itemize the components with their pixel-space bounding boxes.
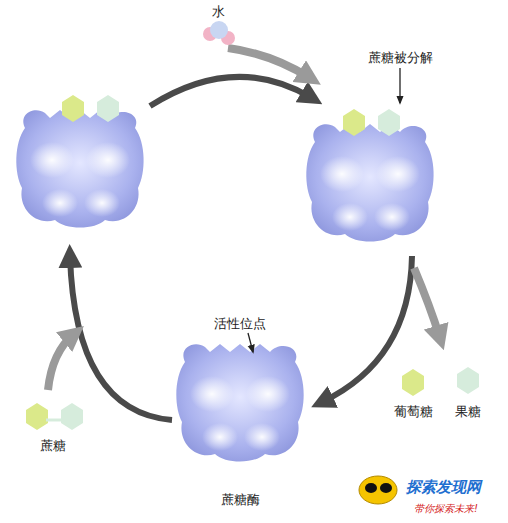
glucose-hexagon — [343, 109, 365, 136]
enzyme-highlight — [246, 376, 290, 412]
product-label: 葡萄糖 — [394, 405, 433, 419]
product-label: 果糖 — [455, 405, 481, 419]
water-label: 水 — [212, 5, 225, 19]
water-atom — [210, 21, 228, 39]
glucose-hexagon — [26, 403, 48, 430]
cycle-arrow — [150, 77, 312, 106]
pointer-arrow — [399, 68, 400, 103]
enzyme-highlight — [320, 156, 364, 192]
cycle-arrow — [70, 256, 172, 420]
watermark-icon-eye — [365, 483, 377, 493]
enzyme-highlight — [202, 423, 238, 451]
enzyme — [306, 124, 433, 242]
enzyme-highlight — [84, 189, 120, 217]
enzyme-body — [16, 110, 143, 228]
cycle-arrow — [322, 256, 412, 402]
enzyme — [16, 110, 143, 228]
enzyme-highlight — [30, 142, 74, 178]
pointer-arrow — [248, 333, 253, 352]
substrate-label: 蔗糖 — [40, 439, 66, 453]
watermark: 探索发现网 — [406, 479, 481, 496]
input-arrow — [228, 48, 310, 78]
enzyme-highlight — [332, 203, 368, 231]
enzyme-highlight — [374, 203, 410, 231]
enzyme-highlight — [86, 142, 130, 178]
enzyme-highlight — [376, 156, 420, 192]
fructose-hexagon — [61, 403, 83, 430]
fructose-hexagon — [378, 109, 400, 136]
bond-line — [46, 419, 61, 422]
enzyme — [176, 344, 303, 462]
enzyme-label: 蔗糖酶 — [221, 493, 260, 507]
glucose-hexagon — [402, 369, 424, 396]
fructose-hexagon — [457, 367, 479, 394]
output-arrow — [414, 268, 440, 338]
watermark-tagline: 带你探索未来! — [414, 503, 478, 514]
process-label: 蔗糖被分解 — [368, 51, 433, 65]
enzyme-body — [176, 344, 303, 462]
enzyme-body — [306, 124, 433, 242]
enzyme-highlight — [42, 189, 78, 217]
watermark-icon-eye — [380, 483, 392, 493]
enzyme-highlight — [244, 423, 280, 451]
input-arrow — [48, 334, 74, 390]
watermark-icon — [359, 476, 397, 504]
enzyme-highlight — [190, 376, 234, 412]
glucose-hexagon — [62, 95, 84, 122]
site-callout: 活性位点 — [214, 317, 266, 331]
fructose-hexagon — [97, 95, 119, 122]
